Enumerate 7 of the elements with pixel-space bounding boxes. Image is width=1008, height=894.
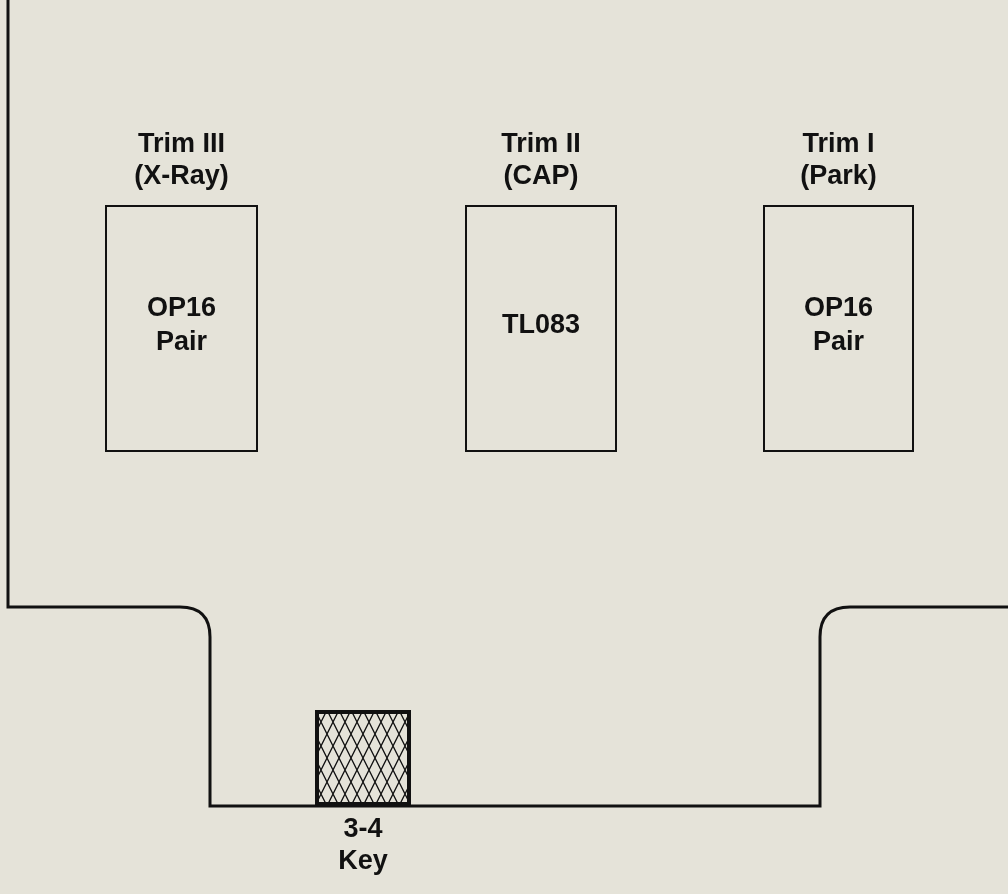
chip-label: TL083 — [500, 307, 581, 341]
trim-label: Trim III (X-Ray) — [133, 127, 230, 191]
trim-label: Trim II (CAP) — [500, 127, 582, 191]
chip-label: OP16 Pair — [802, 290, 874, 358]
chip-label: OP16 Pair — [145, 290, 217, 358]
key-label: 3-4 Key — [337, 812, 389, 876]
trim-label: Trim I (Park) — [799, 127, 878, 191]
